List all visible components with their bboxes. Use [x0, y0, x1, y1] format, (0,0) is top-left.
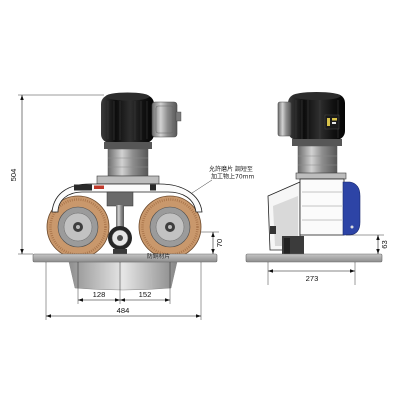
side-motor — [277, 92, 345, 140]
side-support-rod — [284, 238, 290, 262]
side-view: 63 273 — [245, 92, 389, 285]
side-gearbox — [292, 139, 347, 180]
dimension-base-height: 63 — [346, 234, 389, 254]
guard-label: 防銅材片 — [147, 252, 170, 260]
callout-leader-line — [191, 179, 213, 194]
nameplate-logo-mark — [332, 118, 337, 121]
dimension-horizontal-front: 128 152 484 — [45, 262, 202, 320]
dimension-label-base-height: 63 — [380, 240, 389, 248]
nameplate-logo-mark — [327, 118, 330, 126]
front-motor-top-cap — [105, 92, 150, 101]
right-wheel-bristle-texture — [141, 198, 199, 256]
front-terminal-box-lid — [155, 105, 174, 134]
center-pulley-hub — [117, 235, 123, 241]
front-guard-clip — [150, 184, 156, 191]
right-wheel-hub-bolt — [168, 225, 172, 229]
side-housing-box — [299, 178, 345, 236]
side-housing — [267, 178, 361, 262]
dimension-wheel-clearance: 70 — [201, 231, 224, 254]
dimension-overall-height: 504 — [9, 94, 104, 255]
nameplate-logo-mark — [332, 122, 336, 124]
front-gearbox — [96, 142, 160, 185]
front-base-surface — [32, 253, 218, 263]
adjustment-callout: 允許磨片 調短至 加工物上70mm — [191, 165, 254, 194]
side-gearbox-body — [297, 145, 338, 175]
side-blue-cover — [342, 181, 361, 236]
front-gearbox-body — [107, 148, 149, 177]
side-guard-shading — [273, 196, 298, 246]
adjustment-note-line1: 允許磨片 調短至 — [209, 165, 253, 173]
side-cover-bolt — [350, 225, 354, 229]
front-motor — [101, 92, 182, 143]
front-center-drive — [106, 191, 134, 254]
center-drive-shaft — [116, 205, 124, 229]
left-wheel-hub-bolt — [76, 225, 80, 229]
front-wheel-guard — [51, 183, 203, 213]
front-guard-red-marker — [94, 185, 104, 189]
dimension-label-depth: 273 — [306, 274, 319, 283]
side-motor-flange — [292, 139, 342, 146]
front-motor-flange — [104, 142, 152, 149]
front-workpiece-fold — [149, 262, 153, 290]
front-mount-plate — [96, 175, 160, 185]
front-guard-bracket — [74, 184, 92, 191]
center-drive-housing — [106, 191, 134, 207]
front-left-wheel — [46, 195, 110, 259]
dimension-label-overall-width: 484 — [117, 306, 130, 315]
side-base-surface — [245, 253, 383, 263]
side-motor-top-cap — [292, 92, 341, 100]
side-mount-plate — [295, 172, 347, 180]
front-workpiece — [68, 261, 178, 291]
front-motor-body — [101, 95, 154, 143]
left-wheel-bristle-texture — [49, 198, 107, 256]
dimension-label-left-offset: 128 — [93, 290, 106, 299]
dimension-label-overall-height: 504 — [9, 169, 18, 182]
front-cable-gland — [175, 111, 182, 122]
side-terminal-box — [277, 101, 292, 137]
dimension-label-right-offset: 152 — [139, 290, 152, 299]
center-support-foot — [113, 249, 127, 254]
side-guard-connector — [270, 226, 276, 234]
front-view: 504 70 128 152 484 允許磨片 調短至 加工物上70mm — [9, 92, 254, 320]
dimension-depth: 273 — [267, 262, 356, 285]
adjustment-note-line2: 加工物上70mm — [211, 173, 254, 181]
front-workpiece-fold — [92, 262, 96, 290]
dimension-label-wheel-clearance: 70 — [215, 239, 224, 247]
front-right-wheel — [138, 195, 202, 259]
